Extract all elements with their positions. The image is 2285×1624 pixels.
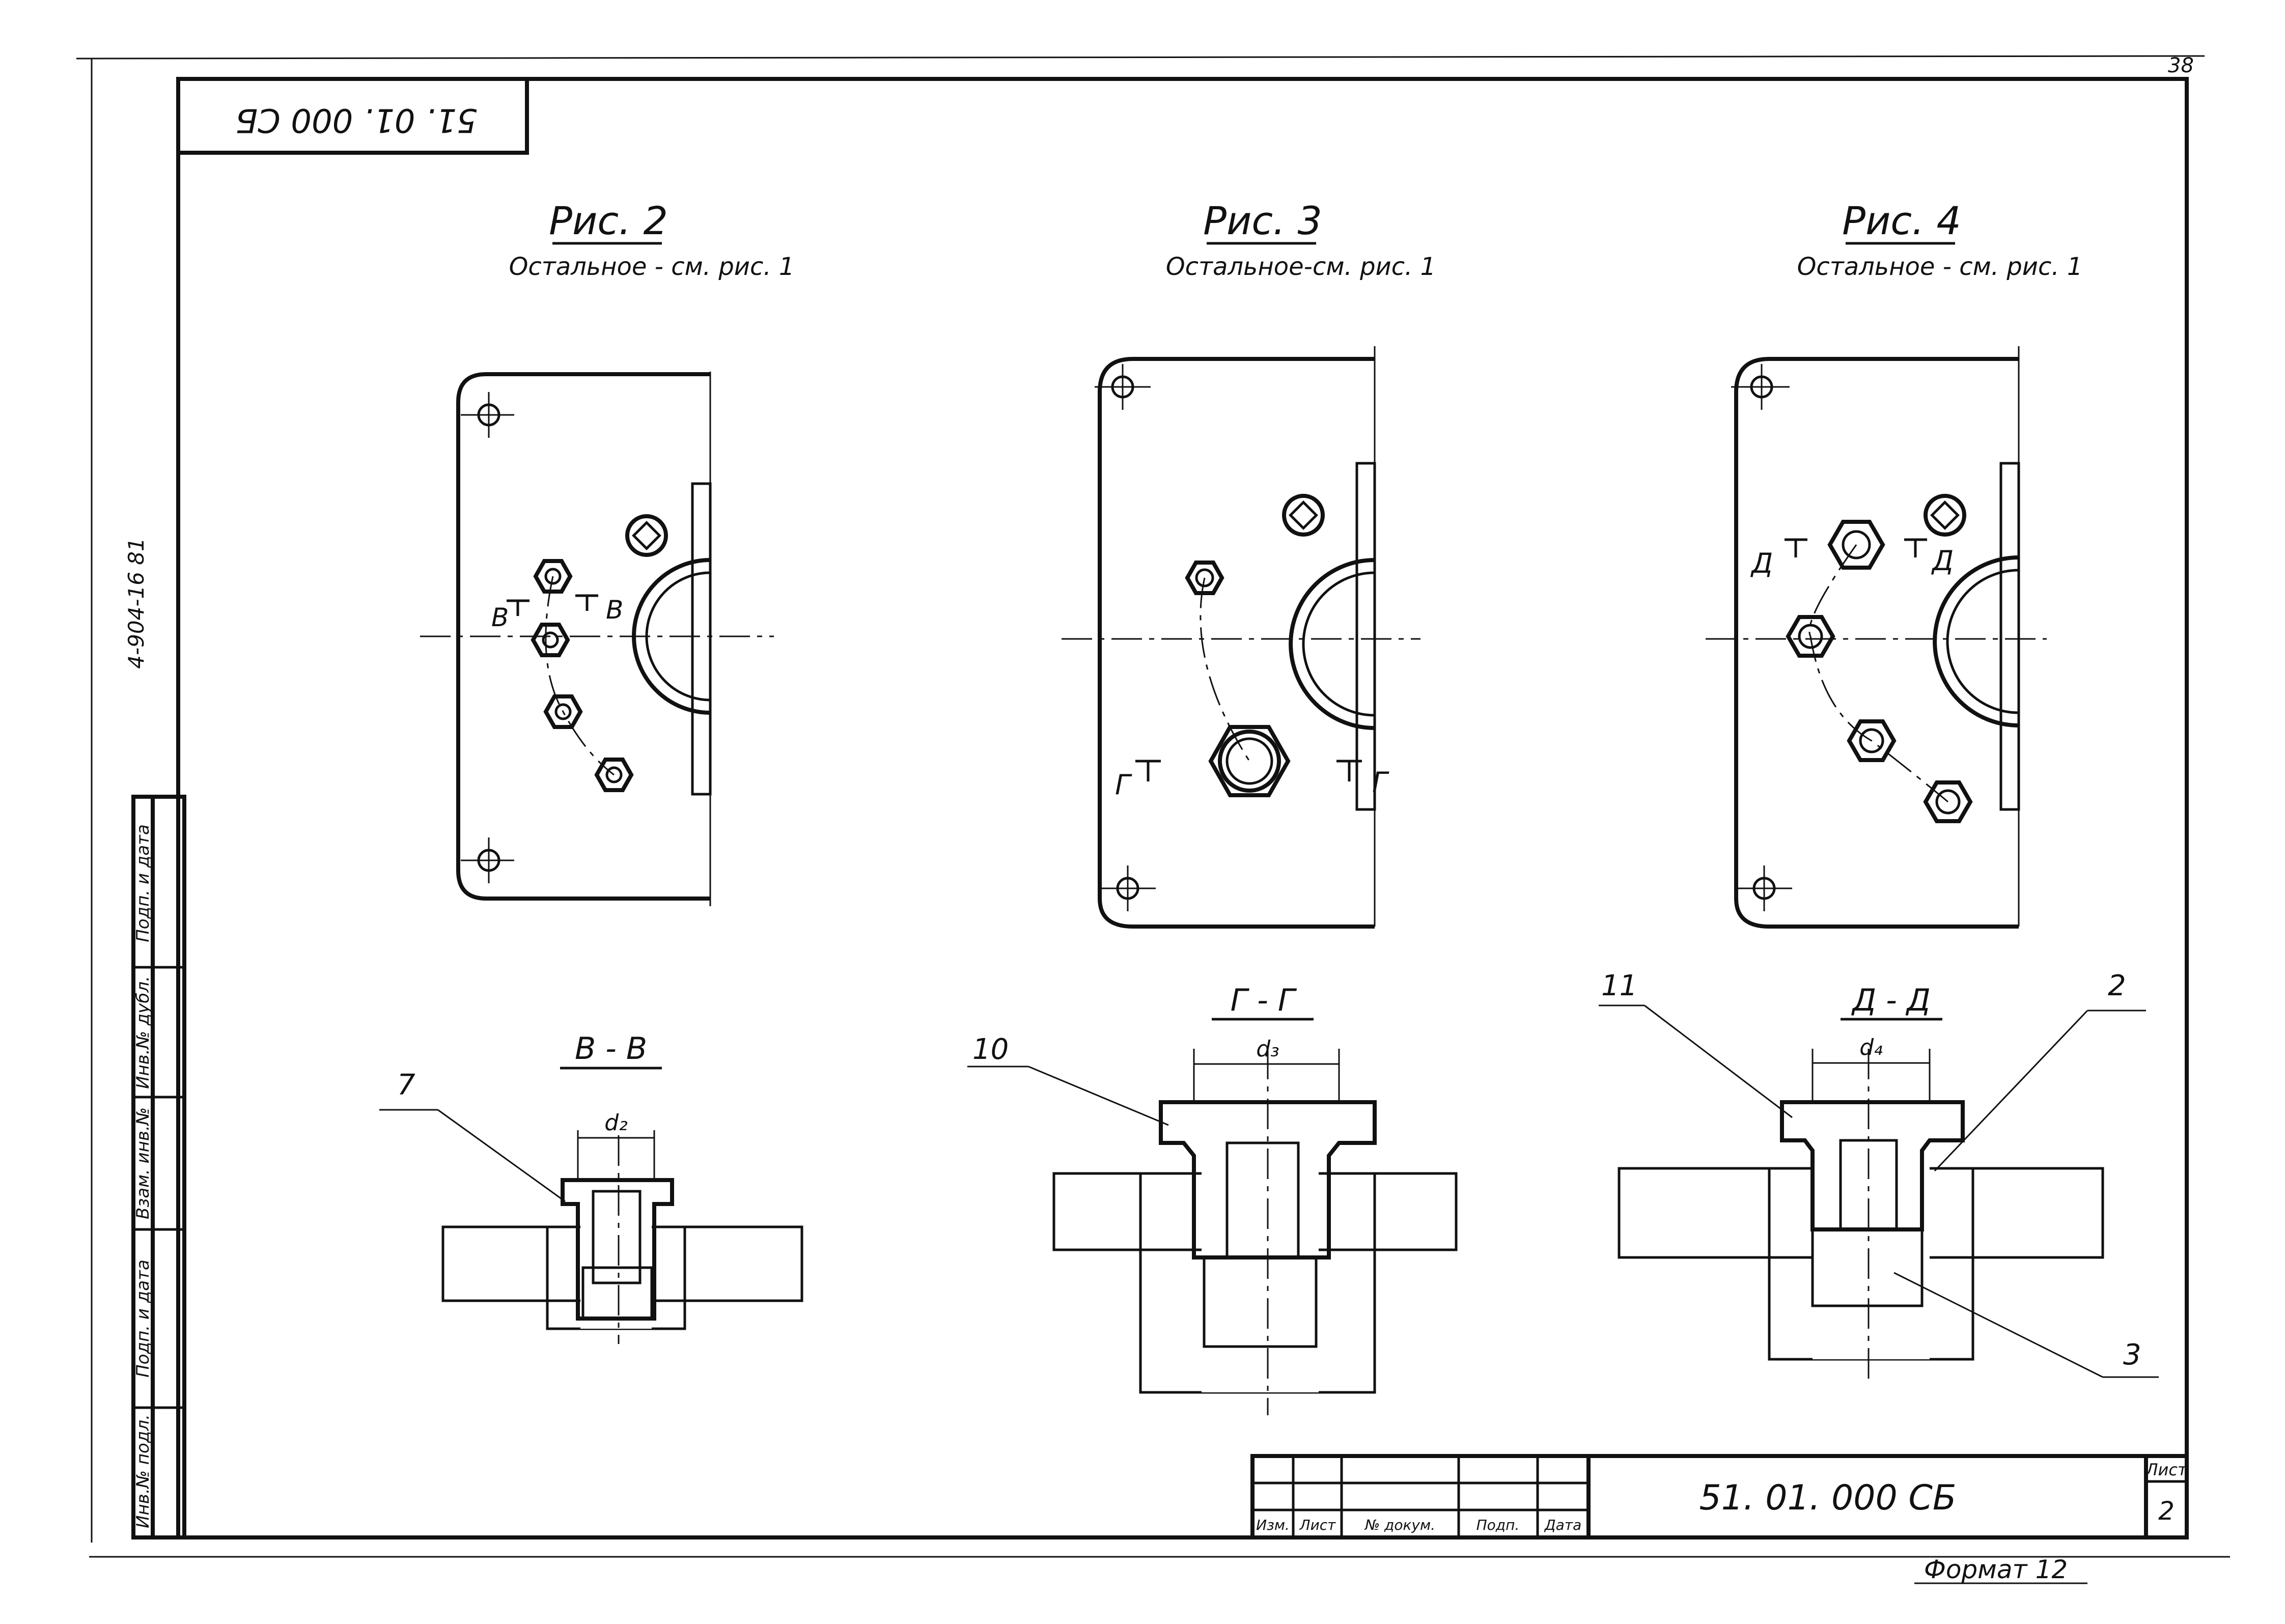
corner-stamp-box [176, 77, 529, 155]
figure-3-title: Рис. 3 [1203, 198, 1322, 243]
callout-10: 10 [972, 1033, 1009, 1066]
side-block: Инв.№ подл. Подп. и дата Взам. инв.№ Инв… [131, 795, 186, 1539]
figure-2-heading: Рис. 2 Остальное - см. рис. 1 [509, 198, 795, 281]
title-col-sign: Подп. [1476, 1517, 1520, 1533]
callout-2: 2 [2108, 969, 2126, 1002]
figure-3-subtitle: Остальное-см. рис. 1 [1166, 253, 1436, 281]
title-col-doc: № докум. [1364, 1517, 1435, 1533]
hex-fitting-small-icon [1185, 561, 1224, 595]
callout-11: 11 [1601, 969, 1637, 1002]
callout-3: 3 [2123, 1338, 2141, 1371]
hex-fitting-1-icon [533, 559, 573, 594]
hex-fitting-top-icon [1827, 520, 1885, 570]
section-g-g-title: Г - Г [1231, 983, 1297, 1018]
section-g-g: Г - Г d₃ 10 [967, 983, 1458, 1415]
section-mark-d-right: Д [1931, 545, 1954, 577]
fitting-square-icon [625, 514, 668, 557]
side-cell-0: Инв.№ подл. [133, 1414, 153, 1528]
seal-insert [1203, 1256, 1318, 1348]
hex-fitting-4-icon [594, 758, 634, 792]
figure-4-heading: Рис. 4 Остальное - см. рис. 1 [1797, 198, 2083, 281]
section-mark-g-left: Г [1115, 769, 1132, 801]
top-edge-line [76, 55, 2205, 60]
corner-stamp-text: 51. 01. 000 СБ [235, 101, 477, 138]
hex-fitting-mid-icon [1786, 615, 1835, 658]
title-col-date: Дата [1544, 1517, 1582, 1533]
fitting-square-icon [1924, 494, 1966, 537]
side-cell-1: Подп. и дата [133, 1259, 153, 1378]
side-cell-2: Взам. инв.№ [133, 1107, 153, 1219]
fitting-square-icon [1282, 494, 1325, 537]
figure-4-title: Рис. 4 [1842, 198, 1961, 243]
hex-fitting-bottom-icon [1923, 780, 1973, 823]
hex-fitting-2-icon [531, 623, 570, 657]
section-v-v: В - В d₂ 7 [379, 1031, 803, 1344]
title-designation: 51. 01. 000 СБ [1699, 1478, 1956, 1518]
hex-fitting-large-icon [1208, 725, 1291, 797]
figure-3-heading: Рис. 3 Остальное-см. рис. 1 [1166, 198, 1436, 281]
seal-insert [1811, 1228, 1924, 1307]
section-mark-g-right: Г [1372, 766, 1389, 798]
section-mark-v-left: В [491, 603, 509, 632]
side-code: 4-904-16 81 [124, 538, 149, 668]
title-sheet-number: 2 [2158, 1496, 2175, 1526]
title-col-izm: Изм. [1256, 1517, 1290, 1533]
title-sheet-label: Лист [2145, 1460, 2187, 1479]
figure-2-subtitle: Остальное - см. рис. 1 [509, 253, 795, 281]
section-g-g-dim: d₃ [1256, 1036, 1279, 1062]
title-col-list: Лист [1299, 1517, 1336, 1533]
side-cell-3: Инв.№ дубл. [133, 976, 153, 1089]
figure-4-subtitle: Остальное - см. рис. 1 [1797, 253, 2083, 281]
outer-frame [176, 77, 2189, 1539]
format-note: Формат 12 [1924, 1555, 2068, 1584]
section-v-v-title: В - В [575, 1031, 647, 1067]
side-cell-4: Подп. и дата [133, 824, 153, 942]
page-number: 38 [2168, 54, 2194, 77]
figure-3-plan: Г Г [1062, 346, 1420, 929]
section-d-d-dim: d₄ [1859, 1034, 1883, 1060]
title-block: Изм. Лист № докум. Подп. Дата 51. 01. 00… [1250, 1454, 2189, 1539]
section-mark-d-left: Д [1750, 547, 1773, 579]
section-d-d-title: Д - Д [1851, 983, 1931, 1018]
section-d-d: Д - Д d₄ 11 2 3 [1599, 969, 2159, 1380]
figure-2-title: Рис. 2 [549, 198, 668, 243]
seal-insert [581, 1266, 653, 1320]
figure-2-plan: В В [420, 372, 774, 906]
section-v-v-dim: d₂ [604, 1110, 628, 1136]
section-mark-v-right: В [606, 595, 623, 625]
hex-fitting-low-icon [1847, 719, 1897, 762]
figure-4-plan: Д Д [1706, 346, 2047, 929]
callout-7: 7 [397, 1069, 415, 1102]
